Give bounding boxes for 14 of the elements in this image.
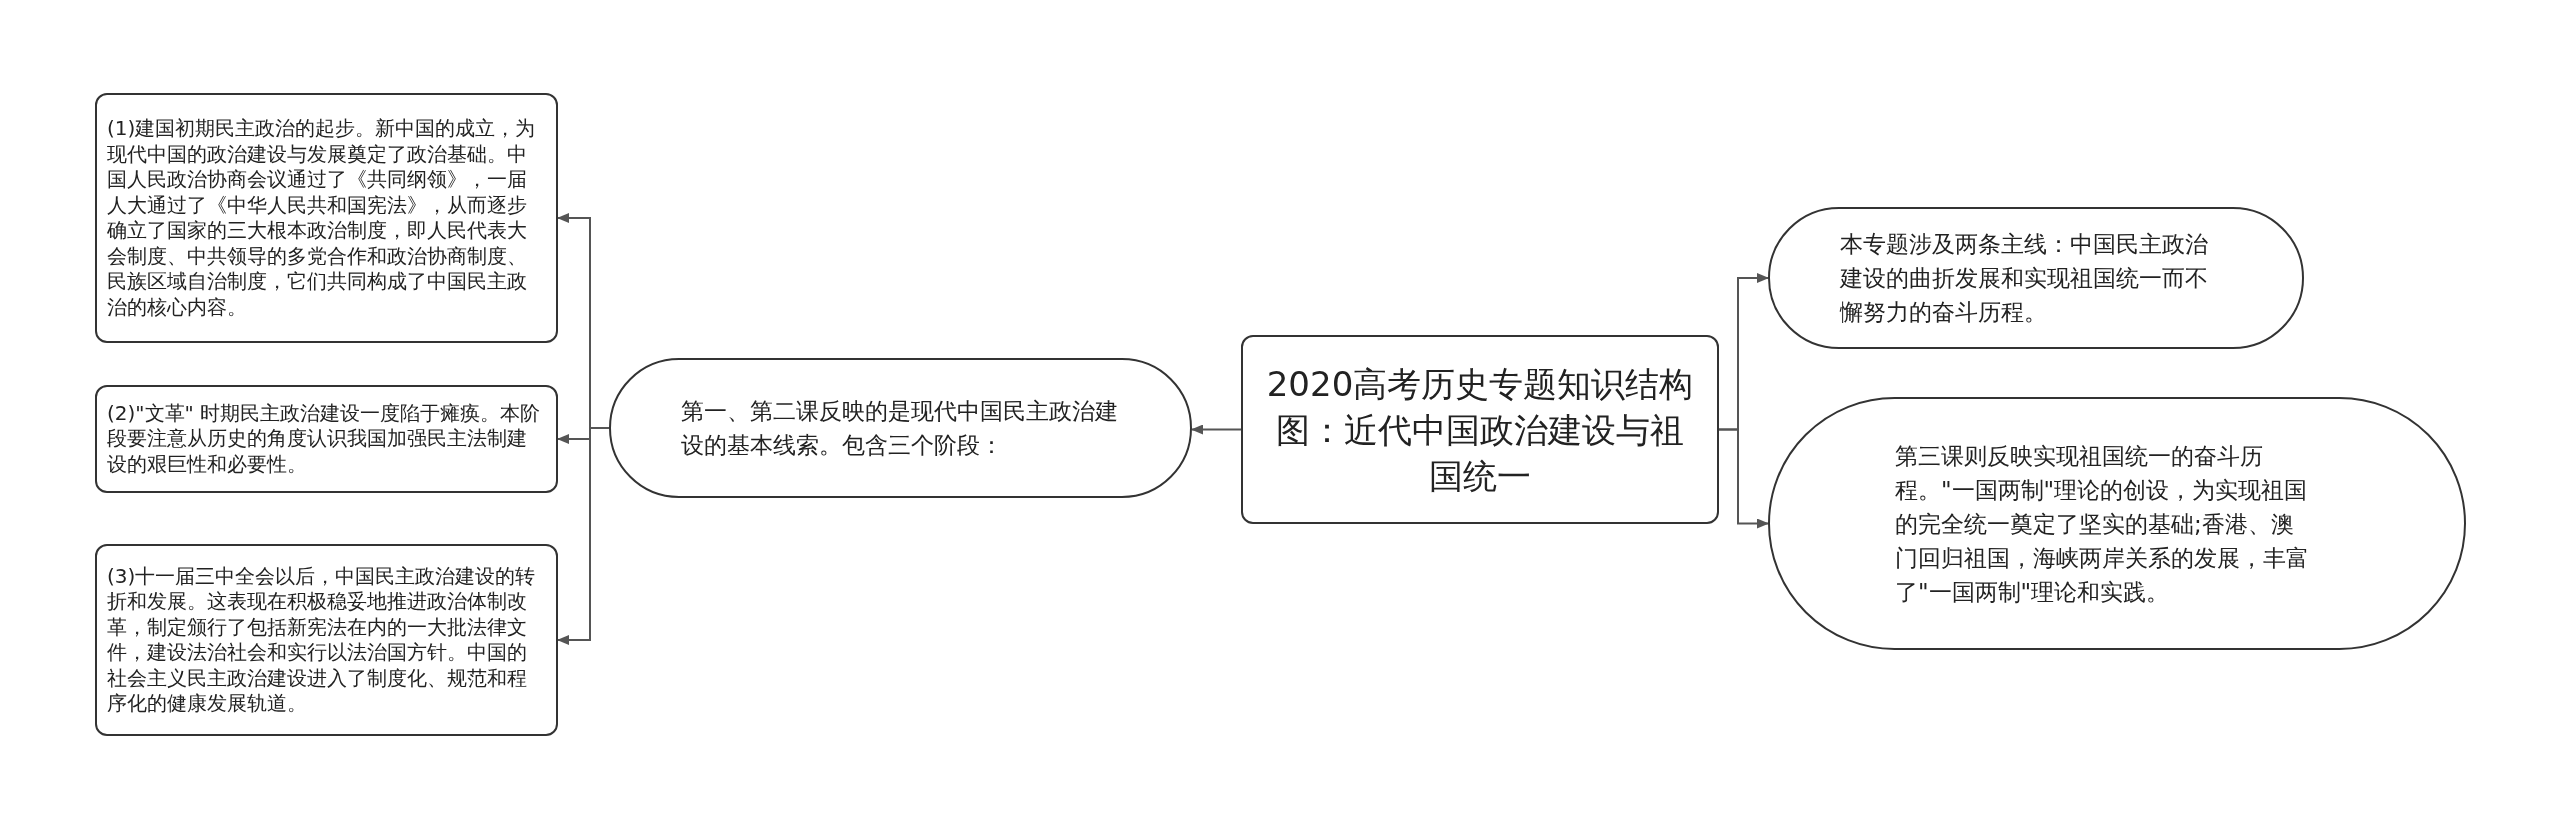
text-box bbox=[95, 385, 558, 493]
arrow bbox=[557, 427, 610, 645]
node-text: 第一、第二课反映的是现代中国民主政治建设的基本线索。包含三个阶段： bbox=[681, 397, 1119, 460]
node-text: 第三课则反映实现祖国统一的奋斗历程。"一国两制"理论的创设，为实现祖国的完全统一奠定了坚实的基础;香港、澳门回归祖国，海峡两岸关系的发展，丰富了"一国两制"理论和实践。 bbox=[1895, 441, 2310, 607]
arrow bbox=[1191, 424, 1242, 435]
title-text: 2020高考历史专题知识结构图：近代中国政治建设与祖国统一 bbox=[1265, 362, 1695, 498]
node-text: (3)十一届三中全会以后，中国民主政治建设的转折和发展。这表现在积极稳妥地推进政治体制改革，制定颁行了包括新宪法在内的一大批法律文件，建设法治社会和实行以法治国方针。中国的社会主义民主政治建设进入了制度化、规范和程序化的健康发展轨道。 bbox=[107, 563, 537, 717]
text-box bbox=[95, 544, 558, 736]
node-text: 本专题涉及两条主线：中国民主政治建设的曲折发展和实现祖国统一而不懈努力的奋斗历程。 bbox=[1840, 230, 2209, 327]
title-box bbox=[1241, 335, 1719, 524]
node-text: (2)"文革" 时期民主政治建设一度陷于瘫痪。本阶段要注意从历史的角度认识我国加强民主法制建设的艰巨性和必要性。 bbox=[107, 400, 542, 478]
arrow bbox=[1718, 428, 1769, 529]
text-box bbox=[95, 93, 558, 343]
node-text: (1)建国初期民主政治的起步。新中国的成立，为现代中国的政治建设与发展奠定了政治基础。中国人民政治协商会议通过了《共同纲领》，一届人大通过了《中华人民共和国宪法》，从而逐步确立了国家的三大根本政治制度，即人民代表大会制度、中共领导的多党合作和政治协商制度、民族区域自治制度，它们共同构成了中国民主政治的核心内容。 bbox=[107, 116, 537, 320]
